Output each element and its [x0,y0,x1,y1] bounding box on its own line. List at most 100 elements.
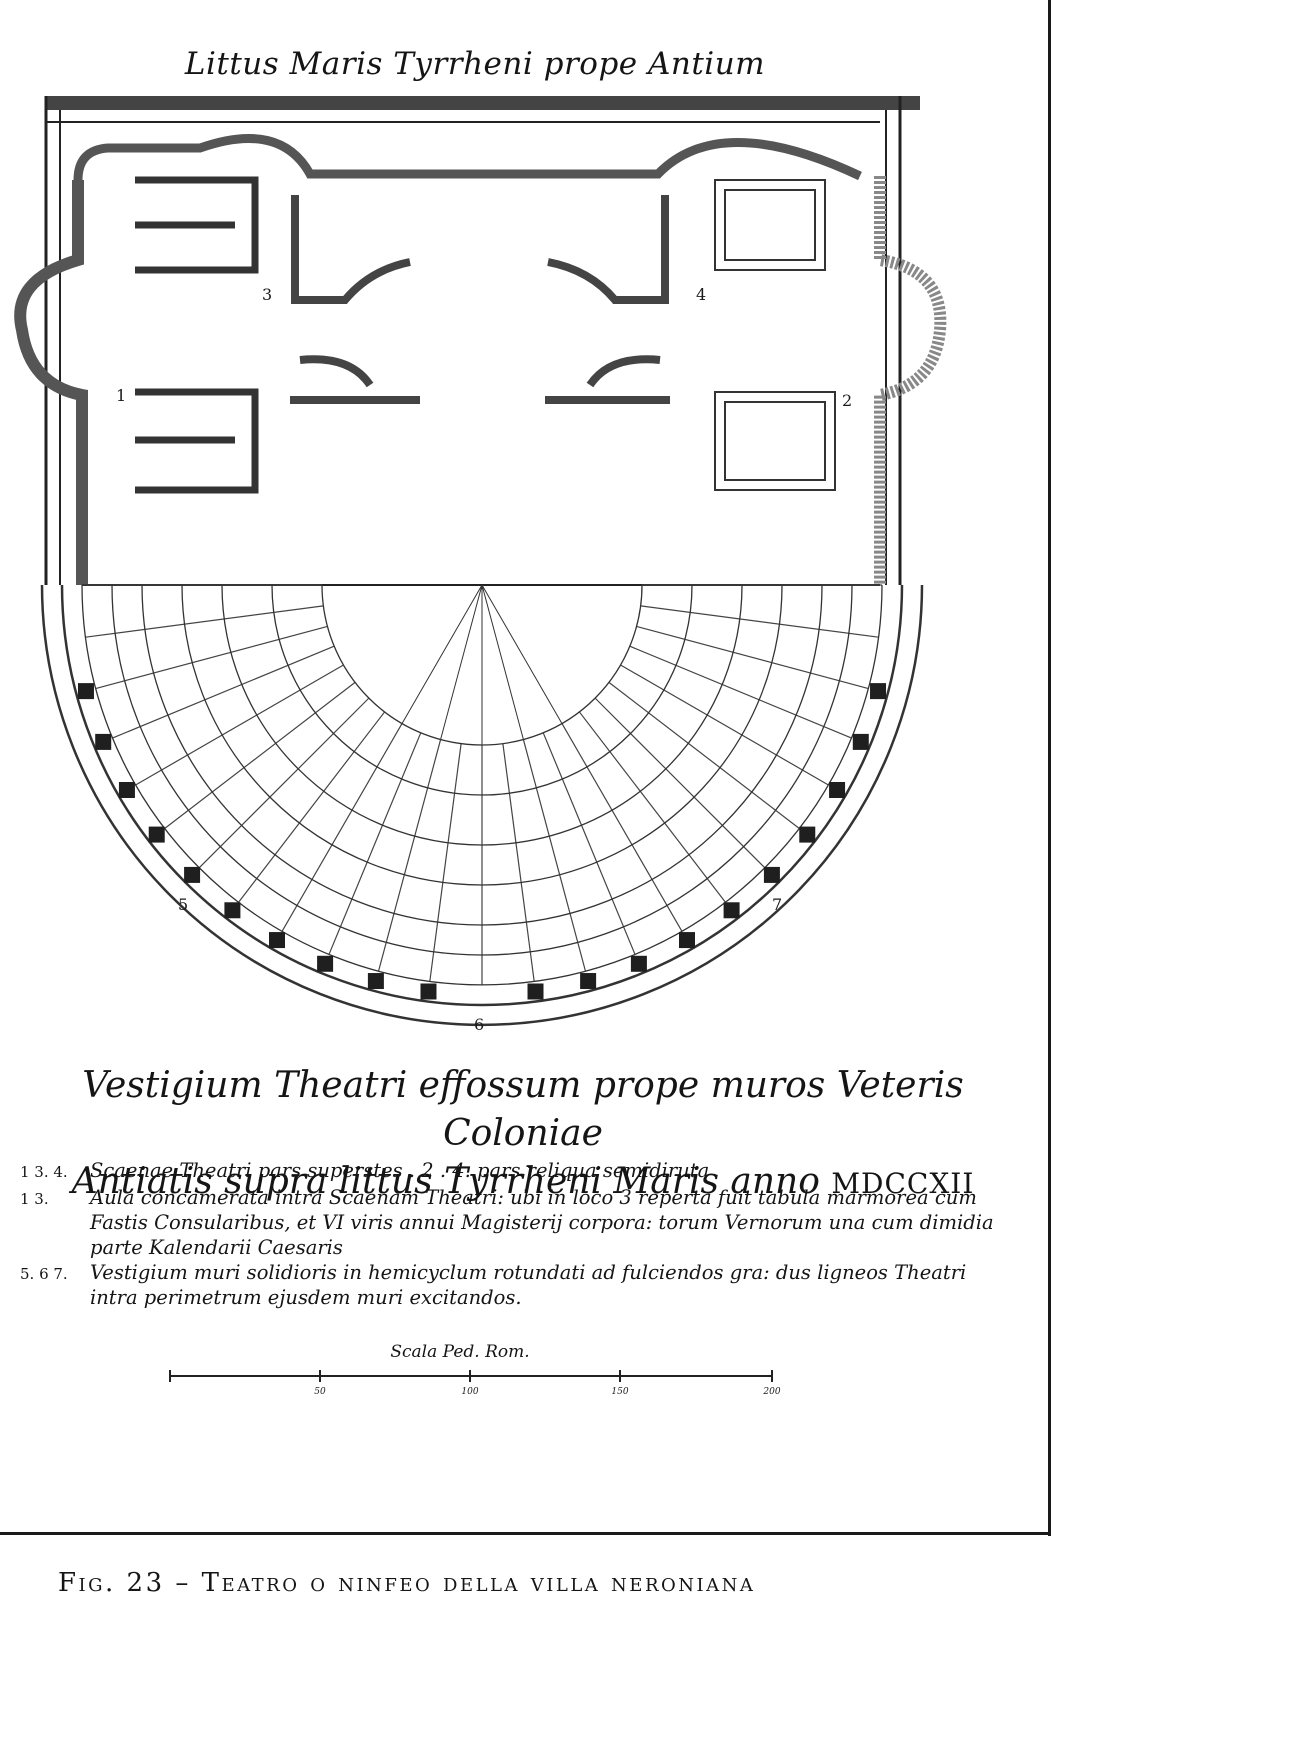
title-year: MDCCXII [831,1167,975,1200]
title-line-2-text: Antiatis supra littus Tyrrheni Maris ann… [71,1161,820,1202]
pier-block [77,683,94,700]
cavea-radial [281,723,403,932]
cavea-ring [321,584,643,746]
cavea-radial [198,697,370,869]
legend-row: 5. 6 7. Vestigium muri solidioris in hem… [20,1260,1020,1310]
cavea-radial [502,743,535,982]
cavea-ring [221,584,743,846]
room-right-upper [714,179,826,271]
cavea-radial [578,711,726,903]
legend: 1 3. 4. Scaenae Theatri pars superstes .… [20,1158,1020,1310]
label-2: 2 [842,391,852,410]
cavea-ring [60,584,904,1007]
cavea-radial [328,732,422,955]
legend-row: 1 3. Aula concamerata intra Scaenam Thea… [20,1185,1020,1260]
cavea-ring [141,584,823,926]
room-left-lower [135,388,259,494]
cavea-ring [111,584,853,956]
pier-block [870,683,887,700]
cavea-radial [377,739,442,972]
scaena-center [290,195,670,404]
pier-block [367,973,384,990]
cavea-radial [429,743,462,982]
label-5: 5 [178,895,188,914]
figure-caption: Fig. 23 – Teatro o ninfeo della villa ne… [58,1568,756,1598]
scale-label-50: 50 [314,1387,326,1397]
cavea-rings [40,584,924,1027]
pier-block [420,983,437,1000]
fan-line [401,584,483,724]
pier-block [269,932,285,949]
legend-key: 1 3. [20,1190,49,1208]
title-line-2: Antiatis supra littus Tyrrheni Maris ann… [18,1158,1028,1208]
legend-text: Vestigium muri solidioris in hemicyclum … [90,1261,967,1309]
fan-line [481,584,524,740]
pier-block [148,826,165,843]
cavea-radials [82,584,882,985]
label-3: 3 [262,285,272,304]
scale-label-150: 150 [611,1387,628,1397]
cavea-ring [40,584,924,1027]
pier-block [799,826,816,843]
pier-block [224,902,241,919]
scale-label-200: 200 [762,1387,780,1397]
label-7: 7 [772,895,782,914]
pier-block [580,973,597,990]
theatre-plan: 1 2 3 4 5 6 7 [14,96,947,1034]
label-4: 4 [696,285,706,304]
pier-block [527,983,544,1000]
label-6: 6 [474,1015,484,1034]
cavea-radial [640,605,879,638]
plate-border-right [1048,0,1051,1536]
right-wall-semidiruta [874,176,947,585]
cavea-radial [594,697,766,869]
cavea-radial [620,664,829,786]
cavea-radial [608,681,800,829]
cavea-radial [112,645,335,739]
pier-block [852,733,869,750]
legend-key: 5. 6 7. [20,1265,68,1283]
pier-block [763,866,780,883]
fan-line [481,584,563,724]
cavea-ring [271,584,693,796]
legend-text: Aula concamerata intra Scaenam Theatri: … [90,1186,994,1259]
plan-header: Littus Maris Tyrrheni prope Antium [184,46,766,82]
cavea-radial [85,605,324,638]
scale-bar: 50 100 150 200 [169,1370,781,1397]
pier-block [95,733,112,750]
cavea-radial [164,681,356,829]
pier-block [630,955,647,972]
cavea-ring [181,584,783,886]
scaena-back-wall [73,133,862,181]
pier-block [118,782,135,798]
pier-block [317,955,334,972]
cavea-radial [542,732,636,955]
cavea-radial [561,723,683,932]
pier-block [829,782,846,798]
pier-block [679,932,695,949]
title-line-1: Vestigium Theatri effossum prope muros V… [82,1065,964,1154]
scale-label-100: 100 [461,1387,478,1397]
label-1: 1 [116,386,126,405]
cavea-radial [522,739,587,972]
fan-line [440,584,483,740]
room-right-lower [714,391,836,491]
cavea-radial [629,645,852,739]
room-left-upper [135,176,259,274]
plate-title: Vestigium Theatri effossum prope muros V… [18,1062,1028,1208]
scale-caption: Scala Ped. Rom. [390,1342,530,1362]
cavea-radial [238,711,386,903]
cavea-radial [135,664,344,786]
cavea-piers [77,683,887,1000]
pier-block [723,902,740,919]
legend-key: 1 3. 4. [20,1163,68,1181]
legend-row: 1 3. 4. Scaenae Theatri pars superstes .… [20,1158,1020,1185]
shoreline-band [46,96,920,110]
left-wall-hatched [14,180,88,585]
pier-block [184,866,201,883]
cavea-radial [95,625,328,690]
legend-text: Scaenae Theatri pars superstes . 2 . 4. … [90,1159,710,1182]
cavea-ring [81,584,883,986]
cavea-radial [636,625,869,690]
plate-border-bottom [0,1532,1051,1535]
